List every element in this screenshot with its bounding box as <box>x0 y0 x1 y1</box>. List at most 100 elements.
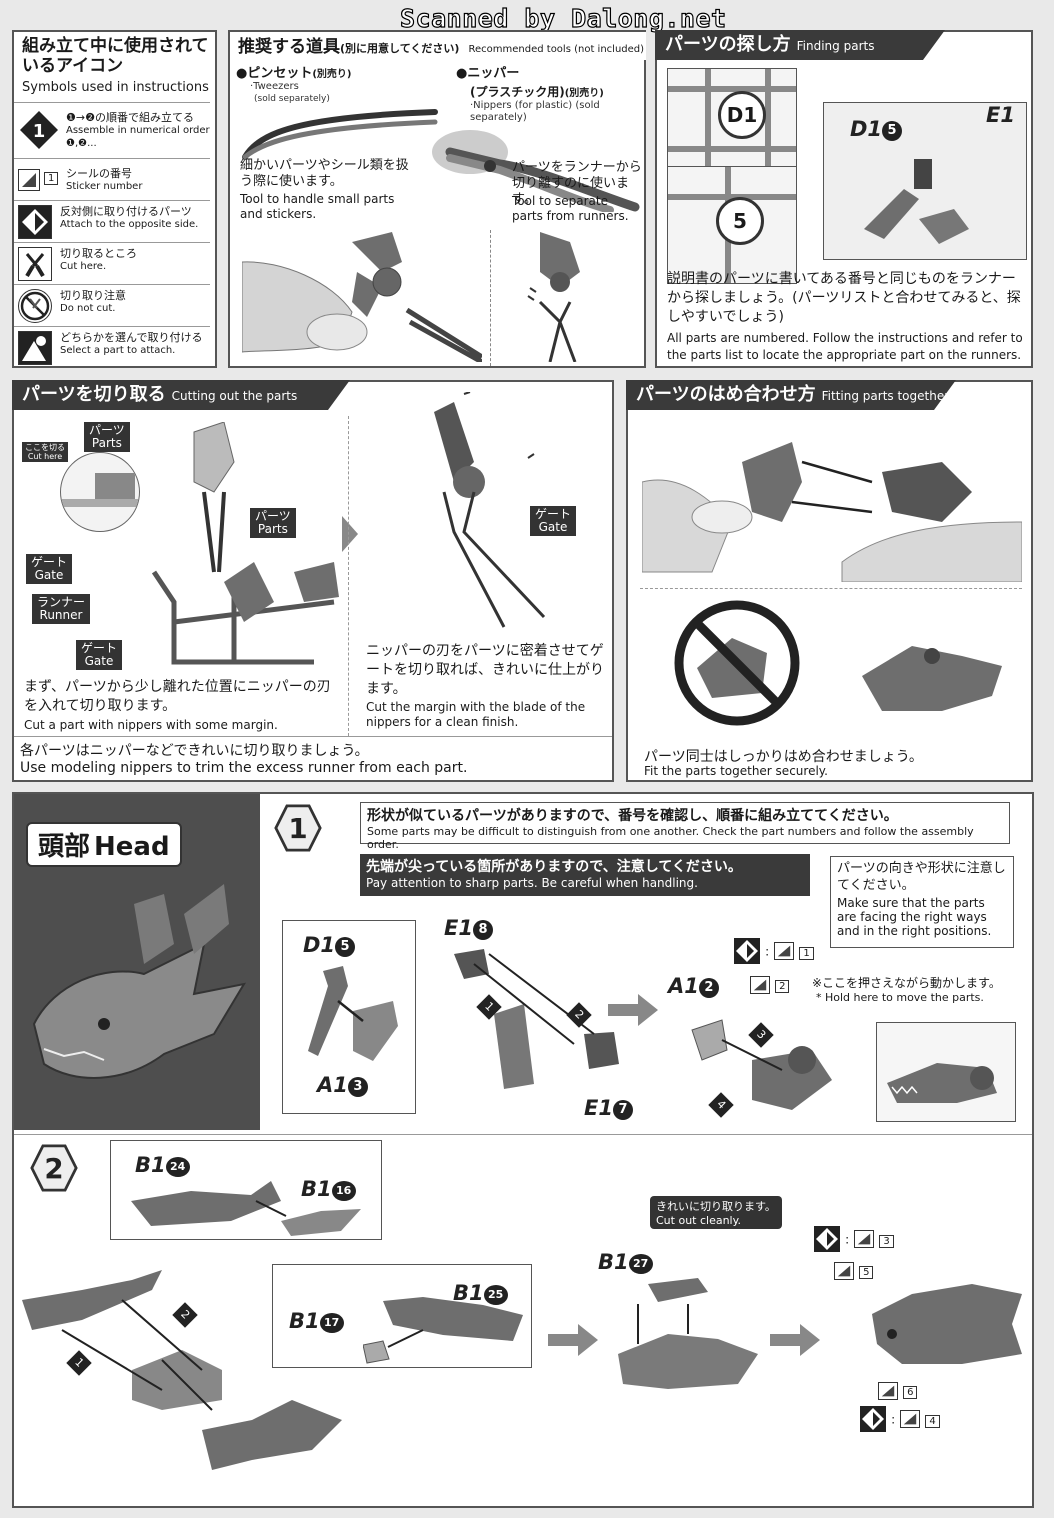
step1-opposite-icons: : 1 <box>734 938 814 964</box>
nippers-desc-en: Tool to separate parts from runners. <box>512 194 629 223</box>
svg-text:1: 1 <box>288 812 307 845</box>
cutting-footer-divider <box>14 736 612 737</box>
tools-panel: 推奨する道具(別に用意してください) Recommended tools (no… <box>228 30 646 368</box>
tools-divider <box>490 230 491 366</box>
symbol-order-jp: ❶→❷の順番で組み立てる <box>66 111 194 124</box>
step2-number-icon: 2 <box>30 1144 78 1192</box>
nippers-jp: ●ニッパー <box>456 66 520 81</box>
opposite-side-icon <box>734 938 760 964</box>
step2-next-arrow-icon-2 <box>770 1324 820 1356</box>
step1-note1-jp: 形状が似ているパーツがありますので、番号を確認し、順番に組み立ててください。 <box>367 808 898 824</box>
step-divider <box>14 1134 1032 1135</box>
runner-grid-icon <box>668 69 796 185</box>
sticker-number-box: 1 <box>44 172 59 185</box>
svg-text:1: 1 <box>33 121 46 142</box>
fitting-header: パーツのはめ合わせ方 Fitting parts together <box>626 380 956 410</box>
symbol-sticker-jp: シールの番号 <box>66 167 132 180</box>
svg-text:2: 2 <box>44 1152 63 1185</box>
symbol-sticker-en: Sticker number <box>66 181 143 192</box>
step1-note3-jp: パーツの向きや形状に注意してください。 <box>837 861 1006 893</box>
tweezers-usage-illustration <box>242 232 482 362</box>
cutting-footer-jp: 各パーツはニッパーなどできれいに切り取りましょう。 <box>20 743 369 759</box>
sticker-number-1: 1 <box>799 946 814 960</box>
finding-desc-jp: 説明書のパーツに書いてある番号と同じものをランナーから探しましょう。(パーツリス… <box>667 271 1021 325</box>
symbol-opposite-jp: 反対側に取り付けるパーツ <box>60 205 192 218</box>
runner-cut-illustration <box>151 422 339 665</box>
tweezers-desc-jp: 細かいパーツやシール類を扱う際に使います。 <box>240 158 409 189</box>
sticker-number-3: 3 <box>879 1234 894 1248</box>
fitting-footer-en: Fit the parts together securely. <box>644 764 828 778</box>
nippers-illustration <box>432 130 640 212</box>
sticker-number-5: 5 <box>859 1266 874 1279</box>
step1-note2-en: Pay attention to sharp parts. Be careful… <box>366 876 698 890</box>
fitting-hands-illustration <box>642 442 1022 582</box>
sticker-icon <box>834 1261 854 1280</box>
sticker-number-4: 4 <box>925 1414 940 1428</box>
cut-zoom-circle <box>60 452 140 532</box>
hold-note: ※ここを押さえながら動かします。 * Hold here to move the… <box>812 974 1001 1004</box>
symbol-order-en: Assemble in numerical order ❶,❷... <box>66 125 210 149</box>
fitting-title-en: Fitting parts together <box>821 389 950 403</box>
tools-title-note: (別に用意してください) <box>340 42 460 55</box>
step2-main-illustration <box>22 1270 342 1470</box>
cut-step2-jp: ニッパーの刃をパーツに密着させてゲートを切り取れば、きれいに仕上がります。 <box>366 643 604 697</box>
step1-result-illustration <box>887 1063 997 1103</box>
finding-desc-en: All parts are numbered. Follow the instr… <box>667 331 1023 362</box>
cut-cleanly-jp: きれいに切り取ります。 <box>656 1200 776 1213</box>
symbol-select-jp: どちらかを選んで取り付ける <box>60 331 203 344</box>
symbol-row-opposite: 反対側に取り付けるパーツ Attach to the opposite side… <box>14 200 210 242</box>
cut-step1-en: Cut a part with nippers with some margin… <box>24 718 278 732</box>
step1-number-icon: 1 <box>274 804 322 852</box>
step1-assembly-illustration <box>691 1019 832 1110</box>
fitting-title-jp: パーツのはめ合わせ方 <box>636 384 816 405</box>
opposite-side-icon <box>814 1226 840 1252</box>
nippers-usage-illustration <box>527 232 580 362</box>
head-title-jp: 頭部 <box>38 832 91 862</box>
step2-sub2-illustration <box>363 1297 523 1364</box>
step2-sticker-4: : 4 <box>860 1406 940 1432</box>
step2-cut-illustration <box>618 1278 758 1389</box>
fitting-footer-jp: パーツ同士はしっかりはめ合わせましょう。 <box>644 749 923 765</box>
step1-main-illustration <box>454 949 619 1089</box>
tweezers-jp: ●ピンセット <box>236 66 313 81</box>
cutting-footer-en: Use modeling nippers to trim the excess … <box>20 760 468 776</box>
wrong-fit-illustration <box>674 600 800 726</box>
nippers-label: ●ニッパー (プラスチック用)(別売り) ·Nippers (for plast… <box>456 62 644 124</box>
tools-title-jp: 推奨する道具 <box>238 37 340 57</box>
tweezers-label: ●ピンセット(別売り) ·Tweezers (sold separately) <box>236 62 351 105</box>
runner-tag-d1: D1 <box>718 91 766 139</box>
head-title-en: Head <box>94 832 170 862</box>
step1-sub-illustration <box>308 966 398 1061</box>
cut-cleanly-tag: きれいに切り取ります。 Cut out cleanly. <box>650 1196 782 1229</box>
nippers-desc-jp: パーツをランナーから切り離すのに使います。 <box>512 160 642 207</box>
step1-note2-jp: 先端が尖っている箇所がありますので、注意してください。 <box>366 859 742 875</box>
sticker-number-6: 6 <box>903 1386 918 1399</box>
tweezers-en: ·Tweezers <box>250 81 299 92</box>
cutting-title-jp: パーツを切り取る <box>22 384 166 405</box>
opposite-side-icon <box>860 1406 886 1432</box>
finding-part-e1: E1 <box>986 103 1015 127</box>
tweezers-illustration <box>242 109 438 160</box>
head-photo-illustration <box>32 884 247 1079</box>
correct-fit-illustration <box>862 646 1002 711</box>
symbol-row-nocut: 切り取り注意 Do not cut. <box>14 284 210 326</box>
step1-note2: 先端が尖っている箇所がありますので、注意してください。 Pay attentio… <box>360 854 810 896</box>
